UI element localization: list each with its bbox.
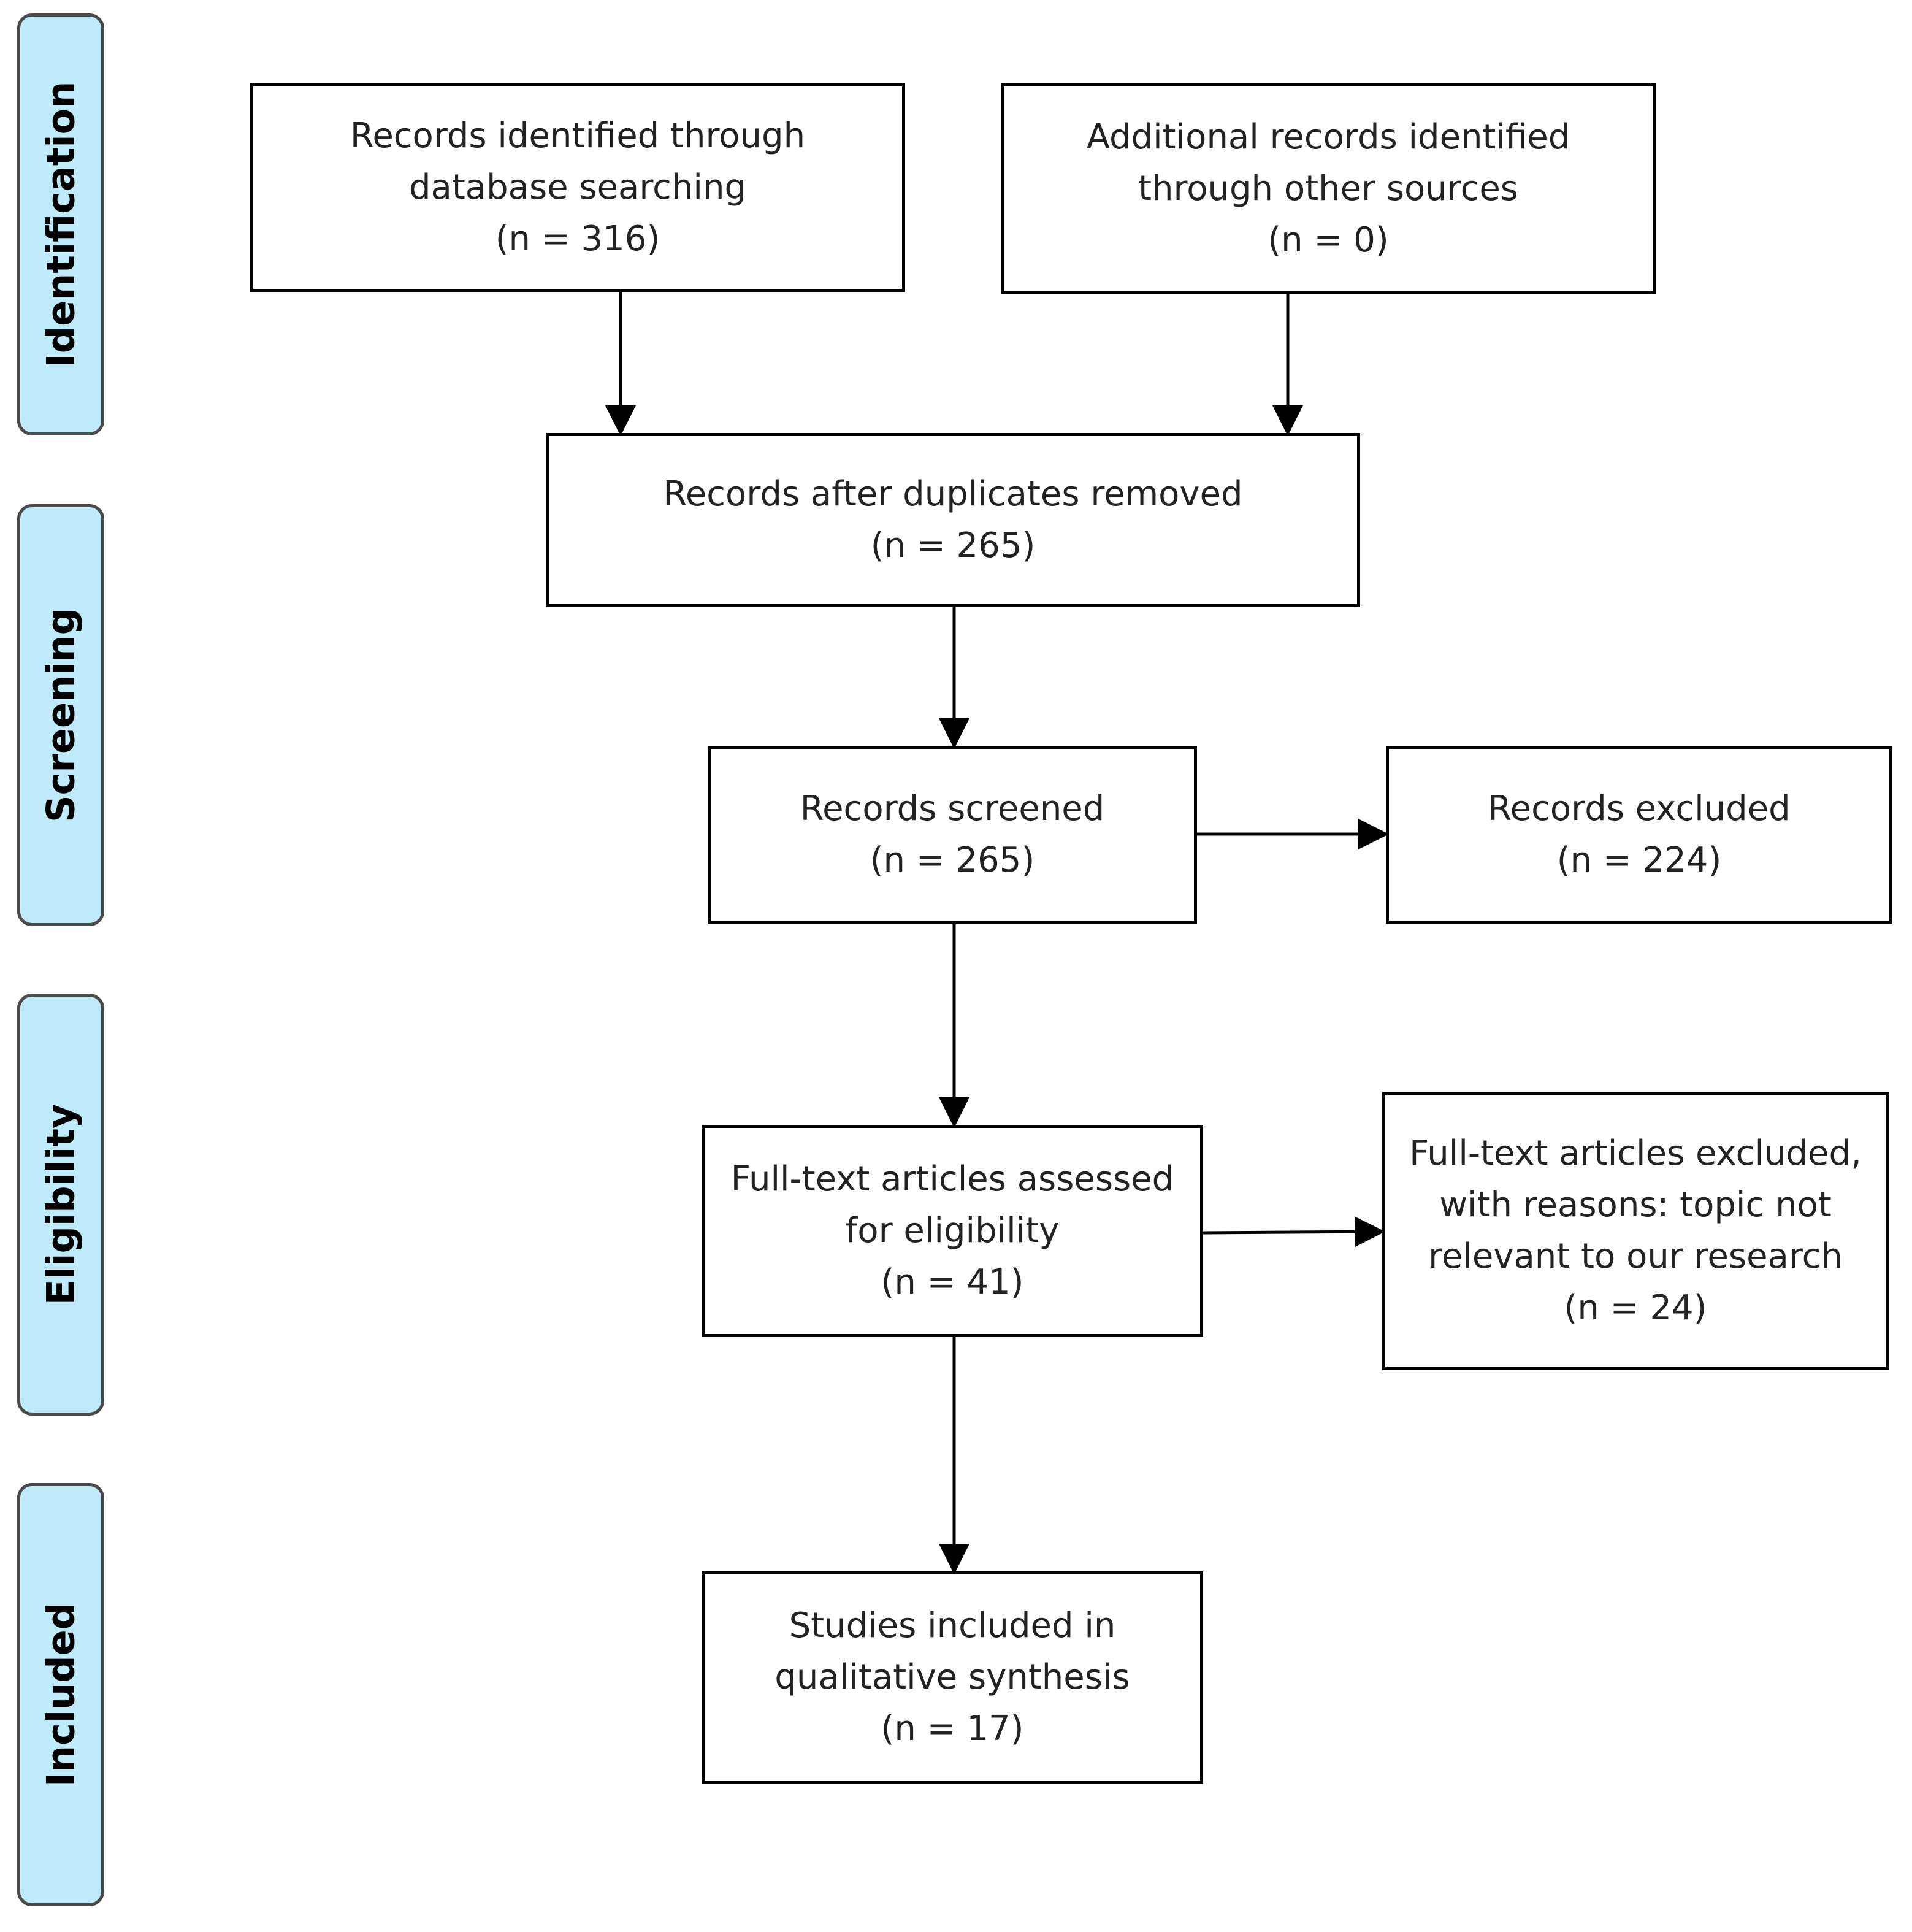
box-records-excluded-count: (n = 224) bbox=[1556, 840, 1722, 880]
box-fulltext-assessed-line1: Full-text articles assessed bbox=[730, 1159, 1174, 1199]
box-fulltext-excluded-line1: Full-text articles excluded, bbox=[1409, 1133, 1862, 1173]
box-fulltext-excluded: Full-text articles excluded, with reason… bbox=[1382, 1092, 1889, 1370]
box-duplicates-removed-count: (n = 265) bbox=[870, 526, 1036, 565]
box-other-sources-line1: Additional records identified bbox=[1086, 117, 1570, 157]
box-studies-included: Studies included in qualitative synthesi… bbox=[702, 1571, 1203, 1784]
box-studies-included-line1: Studies included in bbox=[789, 1606, 1116, 1646]
box-database-records-line2: database searching bbox=[408, 167, 747, 207]
box-duplicates-removed-line1: Records after duplicates removed bbox=[663, 474, 1243, 514]
arrow-fulltext-to-excluded bbox=[1203, 1216, 1385, 1248]
box-database-records-line1: Records identified through bbox=[350, 116, 806, 156]
stage-included: Included bbox=[17, 1483, 104, 1906]
box-fulltext-assessed: Full-text articles assessed for eligibil… bbox=[702, 1125, 1203, 1337]
box-studies-included-line2: qualitative synthesis bbox=[774, 1657, 1130, 1697]
box-fulltext-excluded-line2: with reasons: topic not bbox=[1439, 1185, 1832, 1225]
box-records-screened-line1: Records screened bbox=[800, 789, 1105, 829]
stage-screening: Screening bbox=[17, 504, 104, 926]
box-records-excluded: Records excluded (n = 224) bbox=[1386, 746, 1892, 924]
stage-eligibility: Eligibility bbox=[17, 994, 104, 1416]
box-other-sources-line2: through other sources bbox=[1138, 169, 1518, 209]
box-records-excluded-line1: Records excluded bbox=[1488, 789, 1791, 829]
box-other-sources-count: (n = 0) bbox=[1268, 220, 1389, 260]
box-fulltext-assessed-line2: for eligibility bbox=[845, 1211, 1060, 1251]
box-other-sources: Additional records identified through ot… bbox=[1001, 83, 1656, 294]
box-database-records: Records identified through database sear… bbox=[250, 83, 905, 292]
stage-identification: Identification bbox=[17, 13, 104, 435]
box-fulltext-excluded-count: (n = 24) bbox=[1564, 1288, 1707, 1328]
box-fulltext-assessed-count: (n = 41) bbox=[881, 1262, 1024, 1302]
box-database-records-count: (n = 316) bbox=[495, 219, 660, 259]
box-fulltext-excluded-line3: relevant to our research bbox=[1428, 1236, 1843, 1276]
box-records-screened: Records screened (n = 265) bbox=[708, 746, 1197, 924]
box-studies-included-count: (n = 17) bbox=[881, 1709, 1024, 1749]
box-records-screened-count: (n = 265) bbox=[870, 840, 1035, 880]
box-duplicates-removed: Records after duplicates removed (n = 26… bbox=[546, 433, 1360, 607]
